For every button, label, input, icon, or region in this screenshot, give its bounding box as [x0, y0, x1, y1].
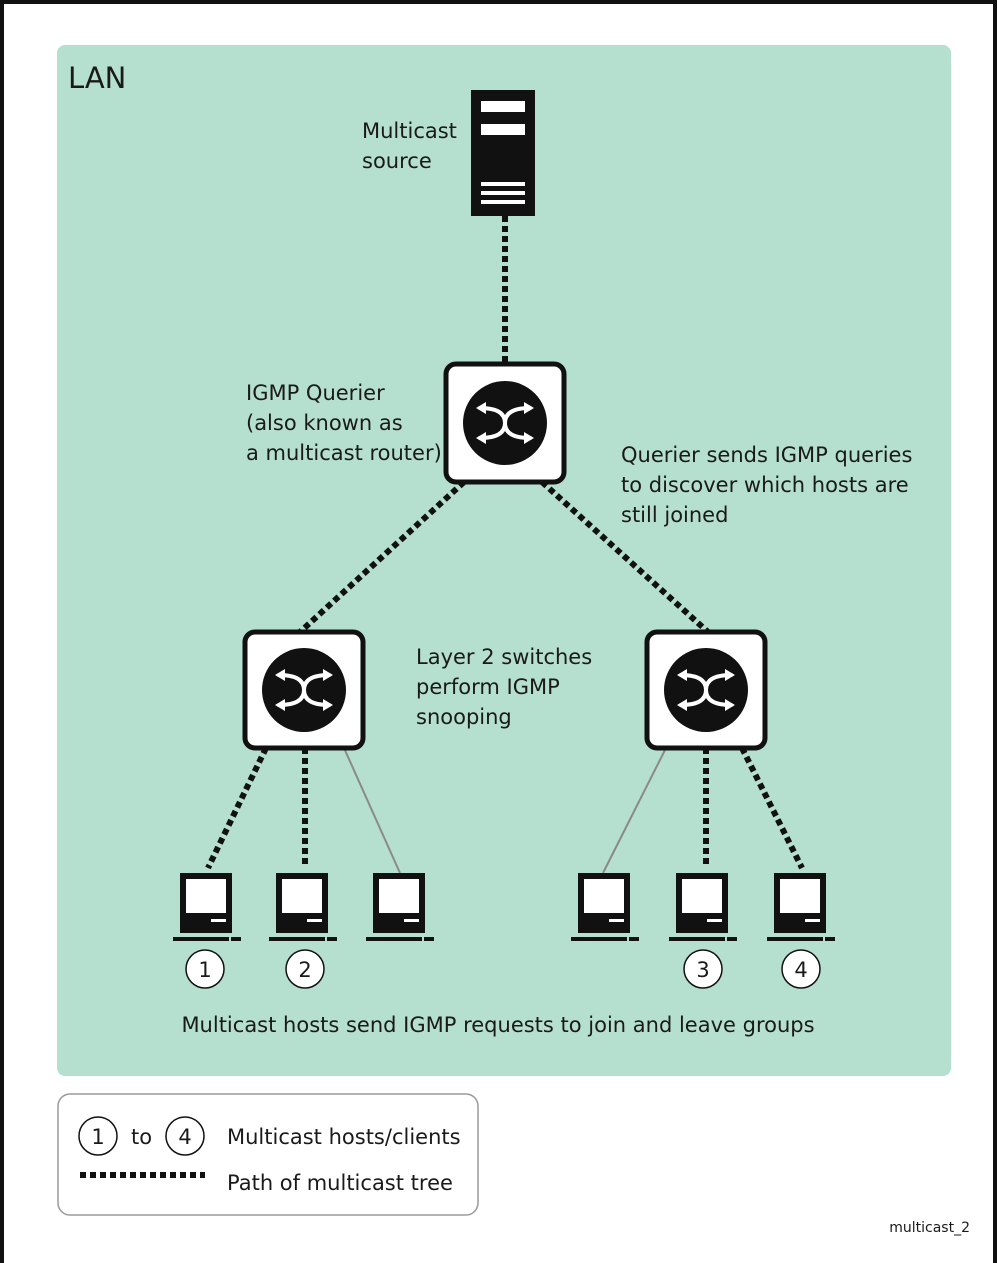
svg-text:1: 1: [198, 958, 211, 982]
server-icon: [471, 90, 535, 216]
host-computer-icon-3: [669, 873, 737, 941]
host-computer-icon-1: [173, 873, 241, 941]
svg-text:3: 3: [696, 958, 709, 982]
source-label-line-2: source: [362, 149, 432, 173]
host-computer-icon-c: [366, 873, 434, 941]
host-computer-icon-d: [571, 873, 639, 941]
querier-note-line-3: still joined: [621, 503, 728, 527]
host-computer-icon-4: [767, 873, 835, 941]
hosts-note: Multicast hosts send IGMP requests to jo…: [181, 1013, 814, 1037]
svg-text:4: 4: [178, 1125, 191, 1149]
svg-text:4: 4: [794, 958, 807, 982]
right-switch-icon: [644, 629, 768, 751]
switch-note-line-1: Layer 2 switches: [416, 645, 592, 669]
svg-text:2: 2: [298, 958, 311, 982]
legend-hosts-label: Multicast hosts/clients: [227, 1125, 461, 1149]
host-badge-4: 4: [781, 949, 821, 989]
link-querier-to-right-switch: [539, 479, 711, 635]
link-left-switch-to-host-c: [343, 747, 401, 874]
link-left-switch-to-host-1: [205, 746, 269, 870]
legend: 1 to 4 Multicast hosts/clients Path of m…: [57, 1093, 479, 1216]
host-computer-icon-2: [269, 873, 337, 941]
legend-to-word: to: [131, 1125, 152, 1149]
querier-note-line-2: to discover which hosts are: [621, 473, 909, 497]
legend-circle-from: [78, 1116, 118, 1156]
non-multicast-links: [343, 747, 667, 874]
querier-note-line-1: Querier sends IGMP queries: [621, 443, 912, 467]
multicast-links: [205, 216, 805, 870]
legend-path-label: Path of multicast tree: [227, 1171, 453, 1195]
host-badge-2: 2: [285, 949, 325, 989]
lan-area: [57, 45, 951, 1076]
host-badge-3: 3: [683, 949, 723, 989]
querier-label-line-1: IGMP Querier: [246, 381, 385, 405]
querier-label-line-2: (also known as: [246, 411, 403, 435]
querier-label-line-3: a multicast router): [246, 441, 442, 465]
legend-box: [57, 1093, 479, 1216]
switch-note-line-3: snooping: [416, 705, 512, 729]
lan-label: LAN: [68, 61, 126, 95]
switch-note-line-2: perform IGMP: [416, 675, 560, 699]
querier-router-icon: [443, 361, 567, 485]
left-switch-icon: [242, 629, 366, 751]
figure-id: multicast_2: [889, 1220, 970, 1236]
host-badge-1: 1: [185, 949, 225, 989]
svg-text:1: 1: [91, 1125, 104, 1149]
link-right-switch-to-host-d: [602, 747, 667, 874]
source-label-line-1: Multicast: [362, 119, 457, 143]
link-querier-to-left-switch: [297, 479, 467, 635]
legend-circle-to: [165, 1116, 205, 1156]
link-right-switch-to-host-4: [739, 746, 805, 870]
